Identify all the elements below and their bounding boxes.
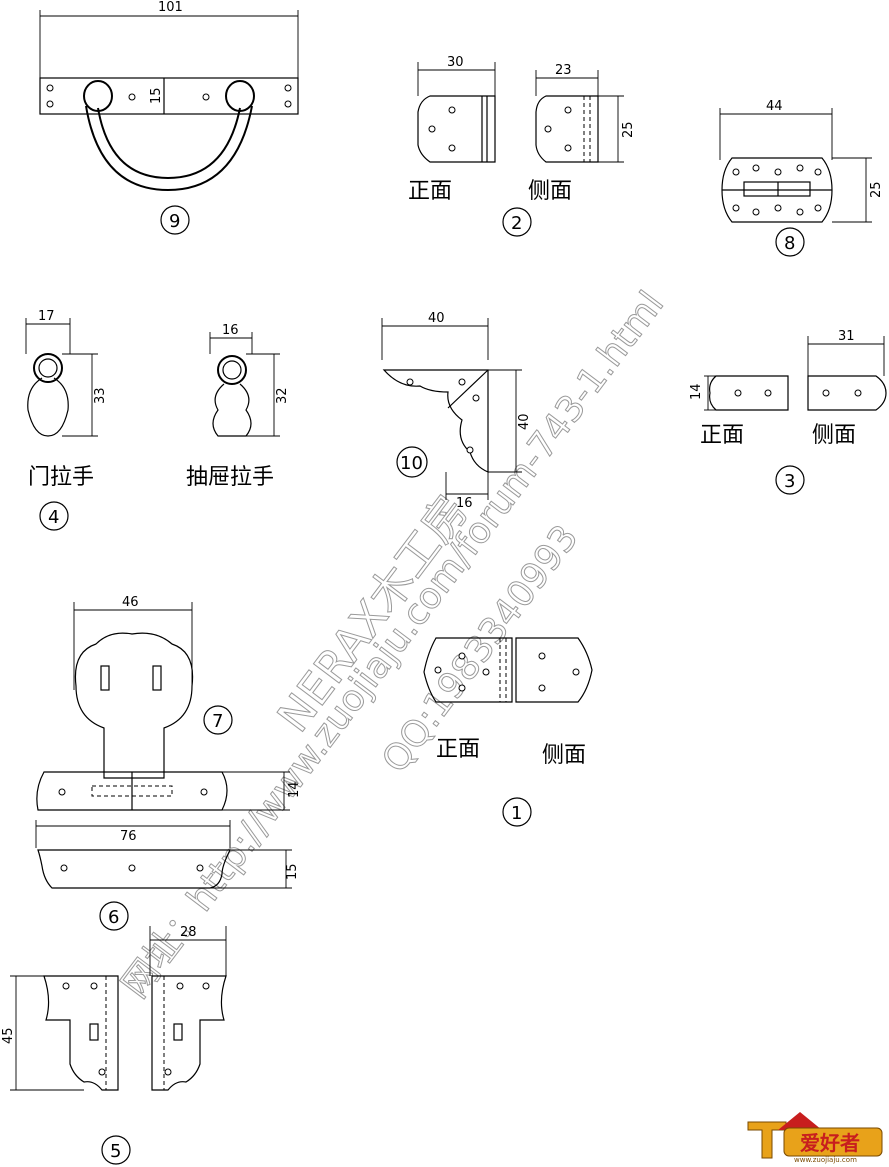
dim-part9-height: 15 <box>149 87 164 104</box>
part-2-hinge: 30 正面 23 25 侧面 2 <box>408 55 636 237</box>
part-number-9: 9 <box>169 211 180 232</box>
part-4-handles: 17 33 门拉手 4 16 32 抽屉拉手 <box>25 309 290 531</box>
dim-part5-height: 45 <box>1 1027 16 1044</box>
label-drawer-handle: 抽屉拉手 <box>186 465 274 490</box>
label-part1-front: 正面 <box>436 737 480 762</box>
dim-part5-width: 28 <box>180 925 197 940</box>
dim-part4-height: 33 <box>93 387 108 404</box>
part-7-hasp: 46 7 14 <box>36 595 302 811</box>
dim-part7-height: 14 <box>287 781 302 798</box>
dim-part3-height: 14 <box>689 383 704 400</box>
dim-part10-height: 40 <box>517 413 532 430</box>
dim-part9-width: 101 <box>158 0 183 15</box>
logo-roof-icon <box>778 1112 822 1130</box>
part-6-strap: 76 15 6 <box>35 820 300 931</box>
part-number-10: 10 <box>400 453 423 474</box>
dim-part7-width: 46 <box>122 595 139 610</box>
part-number-3: 3 <box>784 471 795 492</box>
dim-part2-side-width: 23 <box>555 63 572 78</box>
dim-part8-height: 25 <box>869 181 884 198</box>
dim-part4b-width: 16 <box>222 323 239 338</box>
dim-part6-height: 15 <box>285 863 300 880</box>
label-part2-side: 侧面 <box>528 179 572 204</box>
dim-part2-front-width: 30 <box>447 55 464 70</box>
site-logo: 爱好者 www.zuojiaju.com <box>747 1112 883 1164</box>
label-part1-side: 侧面 <box>542 743 586 768</box>
logo-hammer-icon <box>747 1121 787 1159</box>
logo-text: 爱好者 <box>800 1131 860 1155</box>
logo-site: www.zuojiaju.com <box>794 1156 857 1164</box>
part-number-5: 5 <box>110 1141 121 1162</box>
label-part3-side: 侧面 <box>812 423 856 448</box>
part-3-hinge: 14 正面 31 侧面 3 <box>689 329 887 495</box>
part-number-6: 6 <box>108 907 119 928</box>
dim-part4-width: 17 <box>38 309 55 324</box>
watermark-url: 网址：http://www.zuojiaju.com/forum-743-1.h… <box>114 284 672 1005</box>
dim-part6-width: 76 <box>120 829 137 844</box>
part-number-8: 8 <box>784 233 795 254</box>
dim-part4b-height: 32 <box>275 387 290 404</box>
part-number-1: 1 <box>511 803 522 824</box>
dim-part3-width: 31 <box>838 329 855 344</box>
dim-part10-thickness: 16 <box>456 496 473 511</box>
part-5-hasp: 28 45 5 <box>1 925 227 1165</box>
dim-part8-width: 44 <box>766 99 783 114</box>
dim-part10-width: 40 <box>428 311 445 326</box>
part-1-hinge: 正面 侧面 1 <box>423 637 593 827</box>
part-number-4: 4 <box>48 507 59 528</box>
part-number-7: 7 <box>212 711 223 732</box>
dim-part2-height: 25 <box>621 121 636 138</box>
part-9-handle: 101 15 9 <box>39 0 299 235</box>
watermark: NERAX木工房 网址：http://www.zuojiaju.com/foru… <box>114 284 673 1006</box>
part-10-corner: 40 40 16 10 <box>381 311 532 511</box>
part-8-hinge: 44 25 8 <box>719 99 884 257</box>
part-number-2: 2 <box>511 213 522 234</box>
label-part3-front: 正面 <box>700 423 744 448</box>
label-door-handle: 门拉手 <box>28 465 94 490</box>
label-part2-front: 正面 <box>408 179 452 204</box>
